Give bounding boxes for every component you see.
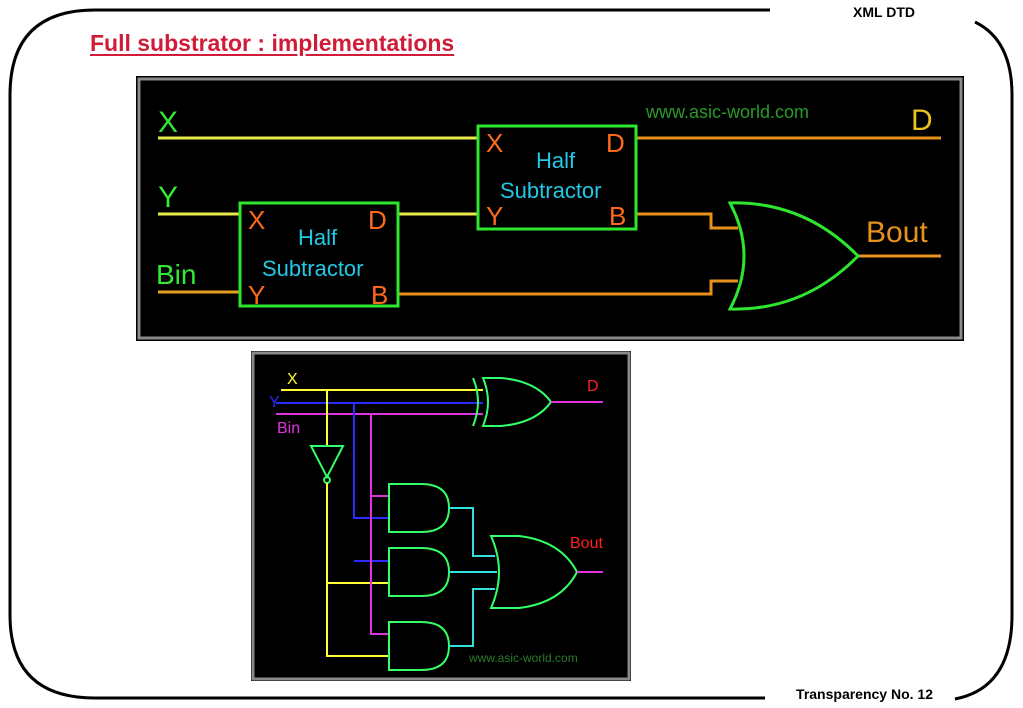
slide-title: Full substrator : implementations xyxy=(90,30,455,56)
watermark: www.asic-world.com xyxy=(468,651,578,665)
or-gate xyxy=(727,201,861,311)
half-subtractor-2 xyxy=(476,124,638,231)
panel-border xyxy=(137,77,963,340)
gate-diagram: X Y Bin D Bout www.asic-world.com xyxy=(251,351,631,681)
hs2-pin-d: D xyxy=(606,128,625,158)
input-y-label: Y xyxy=(158,181,178,214)
hs1-pin-d: D xyxy=(368,205,387,235)
and-gate-3 xyxy=(388,621,451,671)
input-x-label: X xyxy=(287,371,298,388)
hs2-label-line1: Half xyxy=(536,148,576,173)
hs1-pin-y: Y xyxy=(248,280,265,310)
block-diagram: X Y Bin www.asic-world.com D Bout X Y D … xyxy=(137,77,963,340)
input-bin-label: Bin xyxy=(156,259,196,290)
panel-border xyxy=(251,351,631,681)
not-bubble xyxy=(323,476,331,484)
output-bout-label: Bout xyxy=(866,216,928,249)
input-bin-label: Bin xyxy=(277,420,300,437)
and-gate-2 xyxy=(388,547,451,597)
wire-hs1-b xyxy=(398,279,738,296)
hs1-label-line1: Half xyxy=(298,225,338,250)
gate-diagram-panel: X Y Bin D Bout www.asic-world.com xyxy=(251,351,631,681)
line-notx xyxy=(326,483,389,657)
hs2-pin-b: B xyxy=(609,201,626,231)
line-and1-out xyxy=(449,507,495,557)
line-and3-out xyxy=(449,588,495,647)
line-bin-and3 xyxy=(370,414,389,635)
wire-hs2-b xyxy=(636,212,738,230)
block-diagram-panel: X Y Bin www.asic-world.com D Bout X Y D … xyxy=(136,76,964,341)
hs1-pin-x: X xyxy=(248,205,265,235)
wires xyxy=(158,136,941,296)
or-gate xyxy=(489,535,579,609)
xor-gate xyxy=(481,377,553,427)
output-bout-label: Bout xyxy=(570,535,603,552)
output-d-label: D xyxy=(911,104,933,137)
half-subtractor-1 xyxy=(238,201,400,308)
line-y-and1 xyxy=(353,403,389,519)
and-gate-1 xyxy=(388,483,451,533)
watermark: www.asic-world.com xyxy=(645,102,809,122)
output-d-label: D xyxy=(587,378,599,395)
hs2-pin-x: X xyxy=(486,128,503,158)
not-gate xyxy=(309,445,345,480)
hs1-label-line2: Subtractor xyxy=(262,256,364,281)
hs2-label-line2: Subtractor xyxy=(500,178,602,203)
input-x-label: X xyxy=(158,106,178,139)
header-label: XML DTD xyxy=(853,4,915,20)
hs1-pin-b: B xyxy=(371,280,388,310)
footer-label: Transparency No. 12 xyxy=(796,686,933,702)
hs2-pin-y: Y xyxy=(486,201,503,231)
input-y-label: Y xyxy=(269,394,280,411)
xor-gate-back xyxy=(472,377,479,427)
